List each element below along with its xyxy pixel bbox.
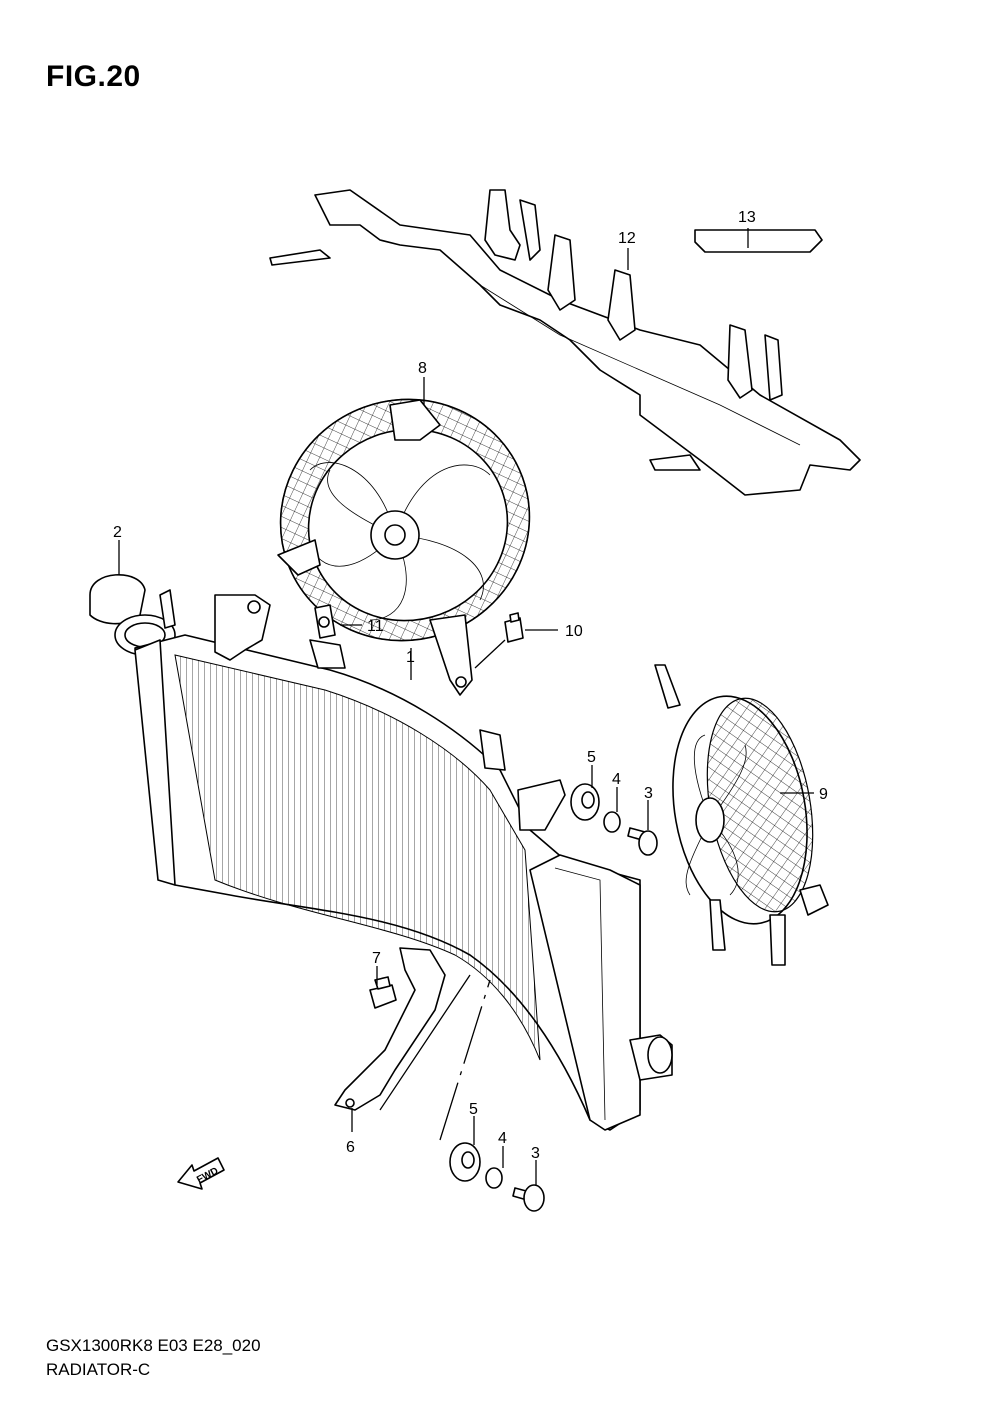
callout-numbers: 1 2 3 3 4 4 5 5 6 7 8 9 10 11 12 13 xyxy=(113,209,828,1162)
nut-part-11[interactable] xyxy=(314,604,336,639)
callout-1: 1 xyxy=(406,649,415,666)
bracket-part-6[interactable] xyxy=(334,947,446,1111)
fwd-arrow-icon: FWD xyxy=(177,1157,225,1190)
callout-13: 13 xyxy=(738,209,756,226)
radiator-part-1[interactable] xyxy=(134,594,673,1131)
grommet-part-5-lower[interactable] xyxy=(449,1142,481,1182)
callout-9: 9 xyxy=(819,786,828,803)
radiator-cap-part-2[interactable] xyxy=(89,574,176,656)
callout-4-upper: 4 xyxy=(612,771,621,788)
callout-6: 6 xyxy=(346,1139,355,1156)
callout-8: 8 xyxy=(418,360,427,377)
callout-3-upper: 3 xyxy=(644,785,653,802)
callout-11: 11 xyxy=(367,618,384,635)
bolt-part-7[interactable] xyxy=(369,976,397,1009)
callout-2: 2 xyxy=(113,524,122,541)
cooling-fan-part-9[interactable] xyxy=(654,664,829,966)
collar-part-4-upper[interactable] xyxy=(603,811,621,833)
grommet-part-5-upper[interactable] xyxy=(570,783,600,821)
callout-5-lower: 5 xyxy=(469,1101,478,1118)
callout-7: 7 xyxy=(372,950,381,967)
collar-part-4-lower[interactable] xyxy=(485,1167,503,1189)
bolt-part-3-upper[interactable] xyxy=(627,827,658,856)
callout-3-lower: 3 xyxy=(531,1145,540,1162)
diagram-name: RADIATOR-C xyxy=(46,1360,151,1379)
bolt-part-10[interactable] xyxy=(504,612,524,643)
callout-5-upper: 5 xyxy=(587,749,596,766)
callout-12: 12 xyxy=(618,230,636,247)
model-code: GSX1300RK8 E03 E28_020 xyxy=(46,1336,261,1355)
figure-title: FIG.20 xyxy=(46,60,141,93)
callout-4-lower: 4 xyxy=(498,1130,507,1147)
cooling-fan-part-8[interactable] xyxy=(246,364,563,696)
callout-10: 10 xyxy=(565,623,583,640)
bolt-part-3-lower[interactable] xyxy=(512,1184,545,1212)
leader-lines xyxy=(118,228,814,1186)
radiator-cover-part-12[interactable] xyxy=(269,189,861,496)
label-part-13[interactable] xyxy=(694,229,823,253)
